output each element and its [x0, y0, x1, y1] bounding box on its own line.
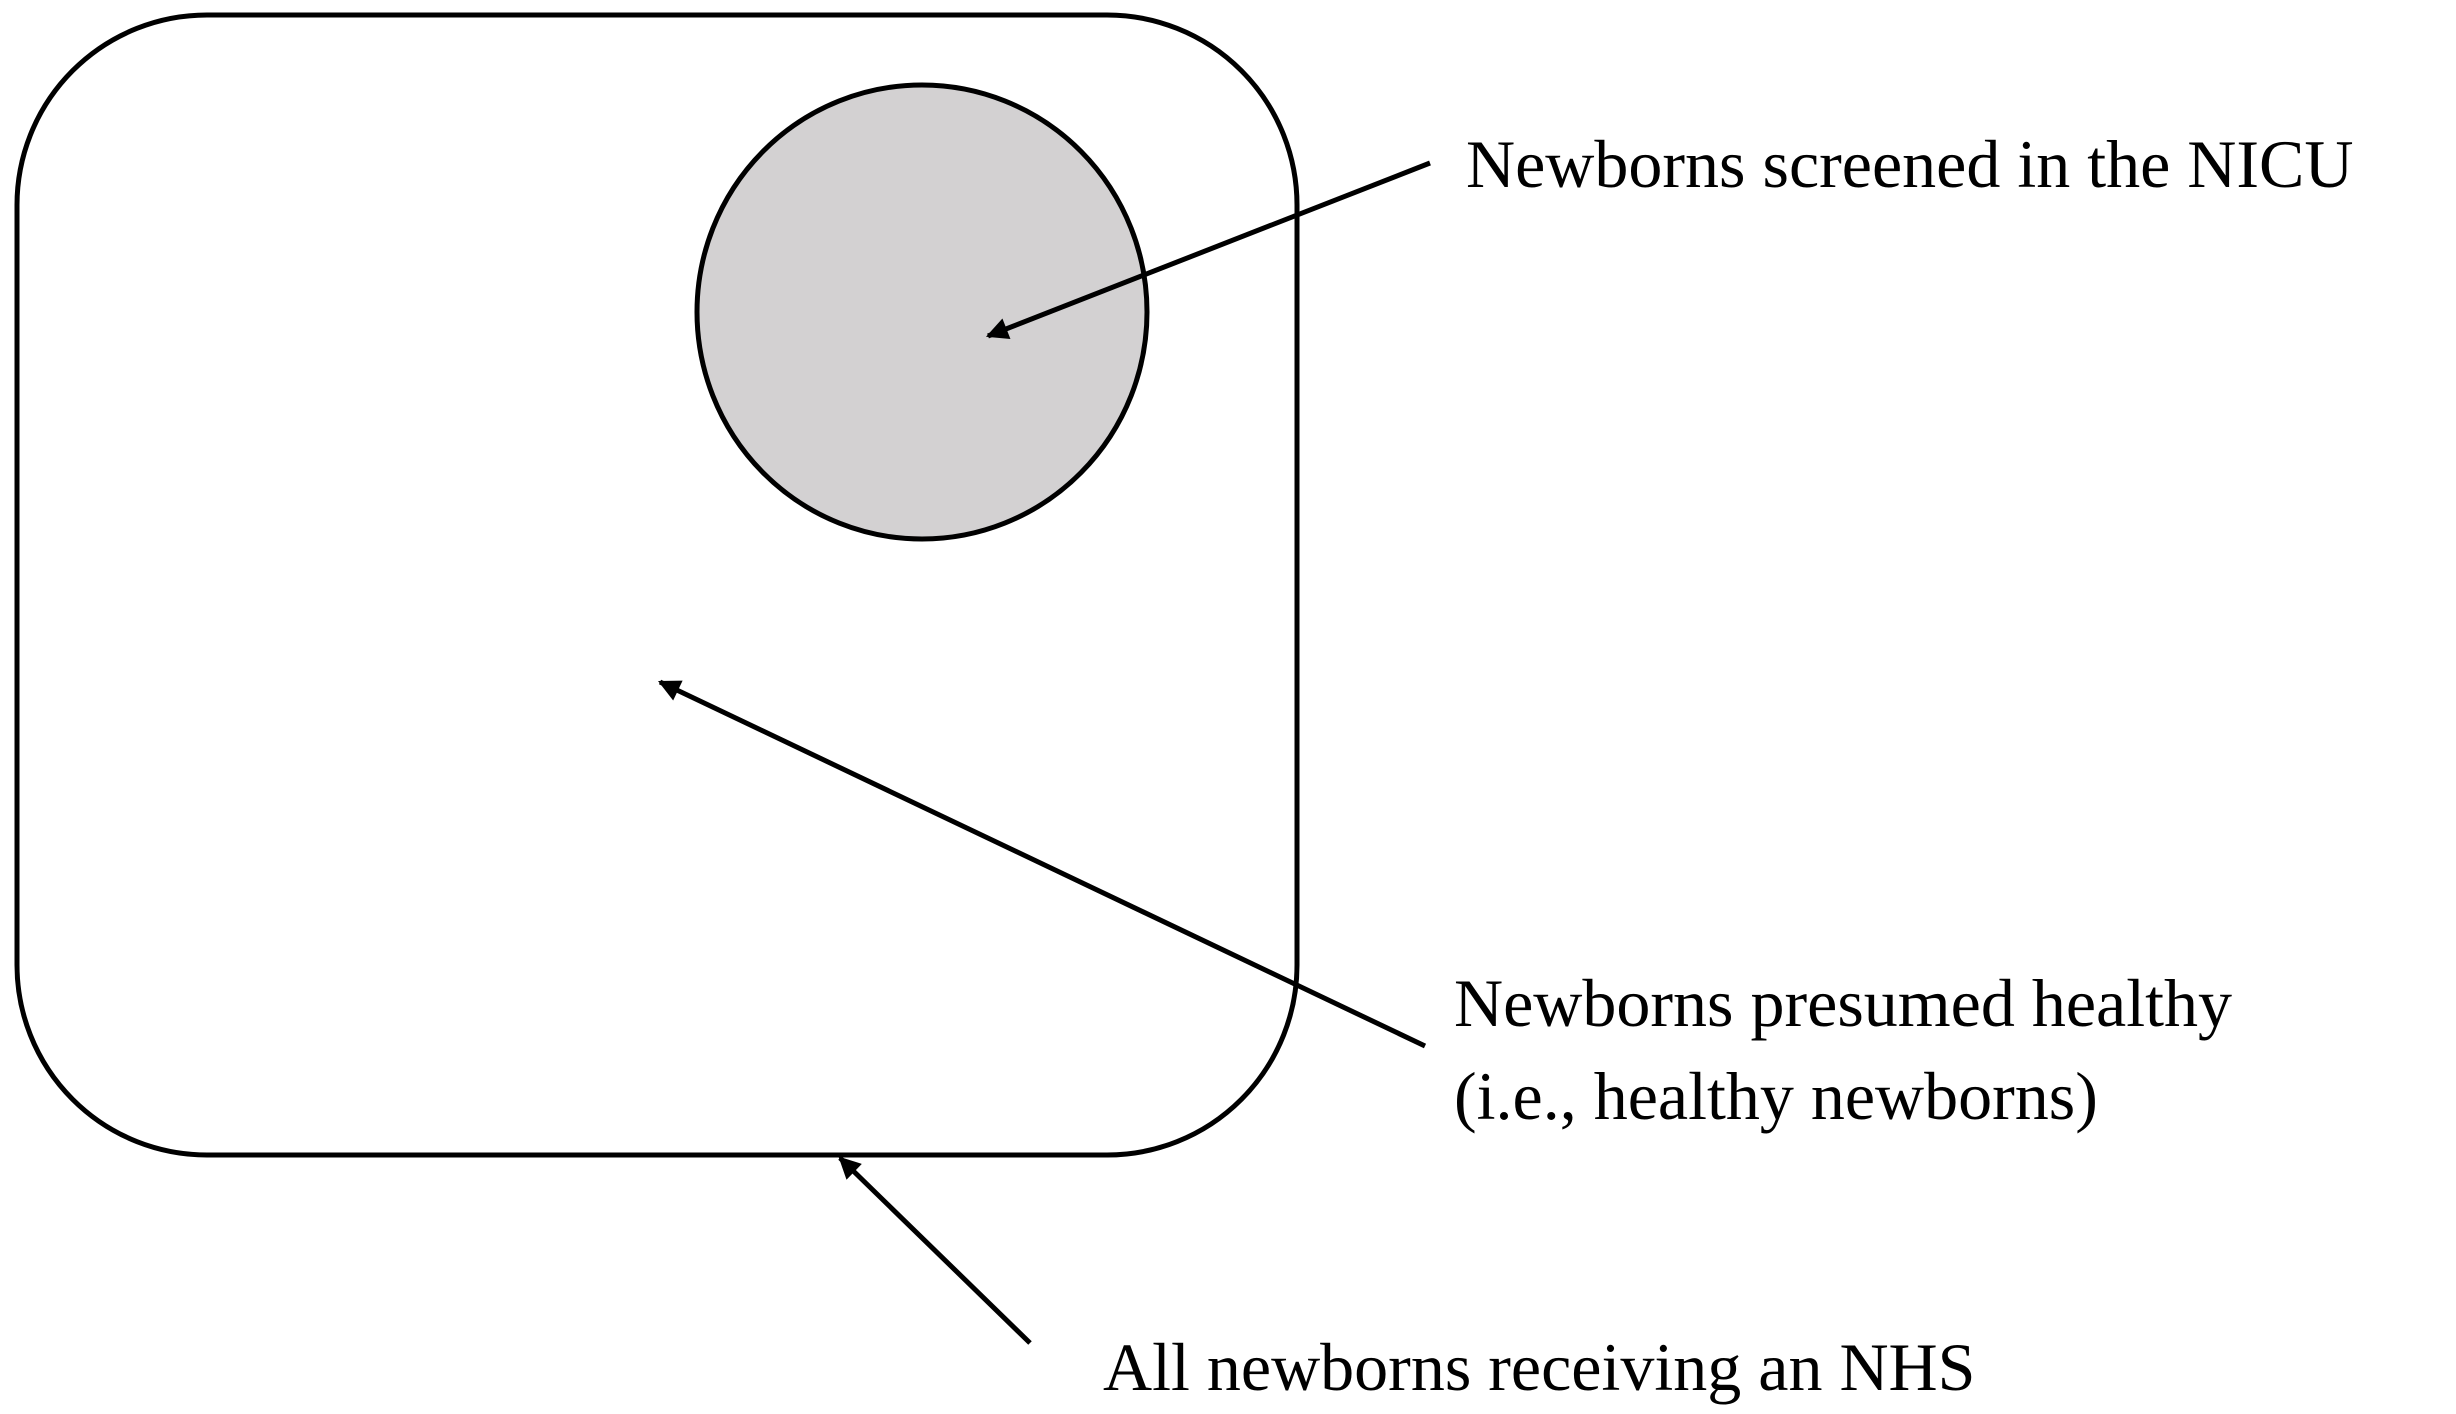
healthy-arrow	[658, 679, 1427, 1049]
healthy-label-line2: (i.e., healthy newborns)	[1454, 1058, 2098, 1134]
healthy-label-line1: Newborns presumed healthy	[1454, 965, 2232, 1041]
nicu-region	[694, 82, 1150, 542]
all-nhs-arrow	[838, 1156, 1032, 1345]
nicu-label: Newborns screened in the NICU	[1466, 126, 2354, 202]
nicu-arrow	[985, 160, 1431, 340]
all-nhs-label: All newborns receiving an NHS	[1103, 1329, 1975, 1405]
